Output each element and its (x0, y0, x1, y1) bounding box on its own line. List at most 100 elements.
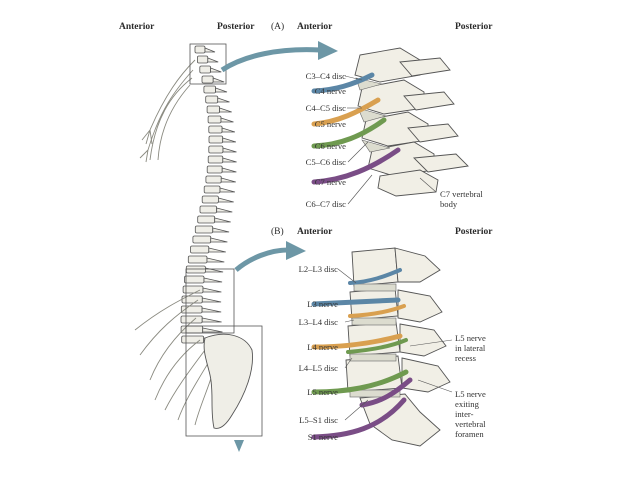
vertebra (206, 165, 223, 174)
vertebra (203, 185, 221, 194)
vertebra (207, 115, 222, 124)
label-c5-c6-disc: C5–C6 disc (305, 157, 346, 167)
cervical-discs (355, 77, 391, 153)
label-l4-l5-disc: L4–L5 disc (298, 363, 338, 373)
vertebra (181, 335, 205, 344)
spinous-process (218, 197, 234, 203)
spinous-process (210, 67, 222, 73)
vertebra (199, 205, 218, 214)
label-c7-nerve: C7 nerve (314, 177, 346, 187)
lumbar-vertebrae (345, 247, 451, 447)
vertebra (206, 105, 221, 114)
spine-posterior-heading: Posterior (217, 22, 255, 32)
vertebra (190, 245, 210, 254)
arrow-down (234, 440, 244, 452)
spinous-process (221, 167, 237, 173)
label-c4-nerve: C4 nerve (314, 86, 346, 96)
l5-nerve-root (346, 338, 408, 354)
spinous-process (206, 257, 225, 263)
spinous-process (222, 137, 237, 143)
label-l3-nerve: L3 nerve (307, 299, 338, 309)
label-c6-nerve: C6 nerve (314, 141, 346, 151)
spinous-process (207, 57, 219, 63)
cervical-vertebrae (354, 47, 469, 197)
label-c5-nerve: C5 nerve (314, 119, 346, 129)
sacrum (203, 333, 253, 429)
vertebra (207, 155, 224, 164)
spine-anterior-heading: Anterior (119, 22, 155, 32)
spinous-process (219, 187, 236, 193)
arrow-to-panel-a (220, 47, 321, 73)
vertebra (208, 145, 224, 154)
label-c7-vertebral-body-1: C7 vertebral (440, 189, 483, 199)
label-l5-lateral-recess-1: L5 nerve (455, 333, 486, 343)
vertebra (199, 65, 212, 74)
label-c7-vertebral-body-2: body (440, 199, 458, 209)
spinous-process (202, 287, 222, 293)
spinous-process (212, 227, 230, 233)
panel-a-letter: (A) (271, 22, 285, 32)
arrow-to-panel-b (234, 247, 289, 272)
vertebra (201, 195, 219, 204)
spinous-process (212, 77, 225, 83)
vertebra (205, 95, 219, 104)
label-l2-l3-disc: L2–L3 disc (298, 264, 338, 274)
panel-b-letter: (B) (271, 227, 284, 237)
sacral-zoom-box (185, 325, 263, 437)
spinous-process (219, 107, 232, 113)
spinous-process (201, 297, 222, 303)
label-l4-nerve: L4 nerve (307, 342, 338, 352)
panel-a-leaders (344, 75, 437, 205)
l5-nerve (311, 369, 409, 395)
label-l5-exiting-1: L5 nerve (455, 389, 486, 399)
vertebra (192, 235, 212, 244)
label-c3-c4-disc: C3–C4 disc (305, 71, 346, 81)
vertebra (185, 265, 206, 274)
panel-b-posterior-heading: Posterior (455, 227, 493, 237)
label-l5-lateral-recess-3: recess (455, 353, 476, 363)
label-l5-exiting-3: inter- (455, 409, 474, 419)
spinous-process (222, 147, 237, 153)
cervical-zoom-box (189, 43, 227, 85)
vertebra (208, 135, 224, 144)
vertebra (181, 295, 203, 304)
label-l5-nerve: L5 nerve (307, 387, 338, 397)
label-l5-exiting-2: exiting (455, 399, 479, 409)
c5-nerve (311, 97, 381, 127)
spinous-process (222, 157, 237, 163)
label-s1-nerve: S1 nerve (307, 432, 338, 442)
spinous-process (203, 277, 223, 283)
vertebra (194, 225, 214, 234)
label-l5-s1-disc: L5–S1 disc (299, 415, 338, 425)
spinal-column (180, 45, 237, 344)
spinous-process (201, 307, 222, 313)
spinous-process (216, 207, 233, 213)
l4-nerve-root (348, 304, 406, 318)
panel-b-leaders (337, 268, 453, 421)
vertebra (184, 275, 205, 284)
c7-nerve (311, 147, 401, 185)
vertebra (201, 75, 214, 84)
panel-b-anterior-heading: Anterior (297, 227, 333, 237)
spinous-process (215, 87, 228, 93)
l4-nerve (311, 333, 403, 350)
lumbar-zoom-box (185, 268, 235, 334)
l3-nerve-top (348, 268, 402, 285)
spinous-process (220, 177, 236, 183)
vertebra (180, 325, 204, 334)
spinous-process (204, 47, 216, 53)
l3-nerve (311, 297, 401, 307)
vertebra (205, 175, 222, 184)
spinous-process (221, 127, 236, 133)
vertebra (187, 255, 208, 264)
s1-nerve (311, 397, 407, 440)
label-l3-l4-disc: L3–L4 disc (298, 317, 338, 327)
panel-a-anterior-heading: Anterior (297, 22, 333, 32)
s1-nerve-root (359, 377, 413, 408)
c6-nerve (311, 117, 387, 149)
vertebra (196, 55, 209, 64)
c4-nerve (311, 72, 375, 94)
lumbar-discs (349, 283, 401, 398)
